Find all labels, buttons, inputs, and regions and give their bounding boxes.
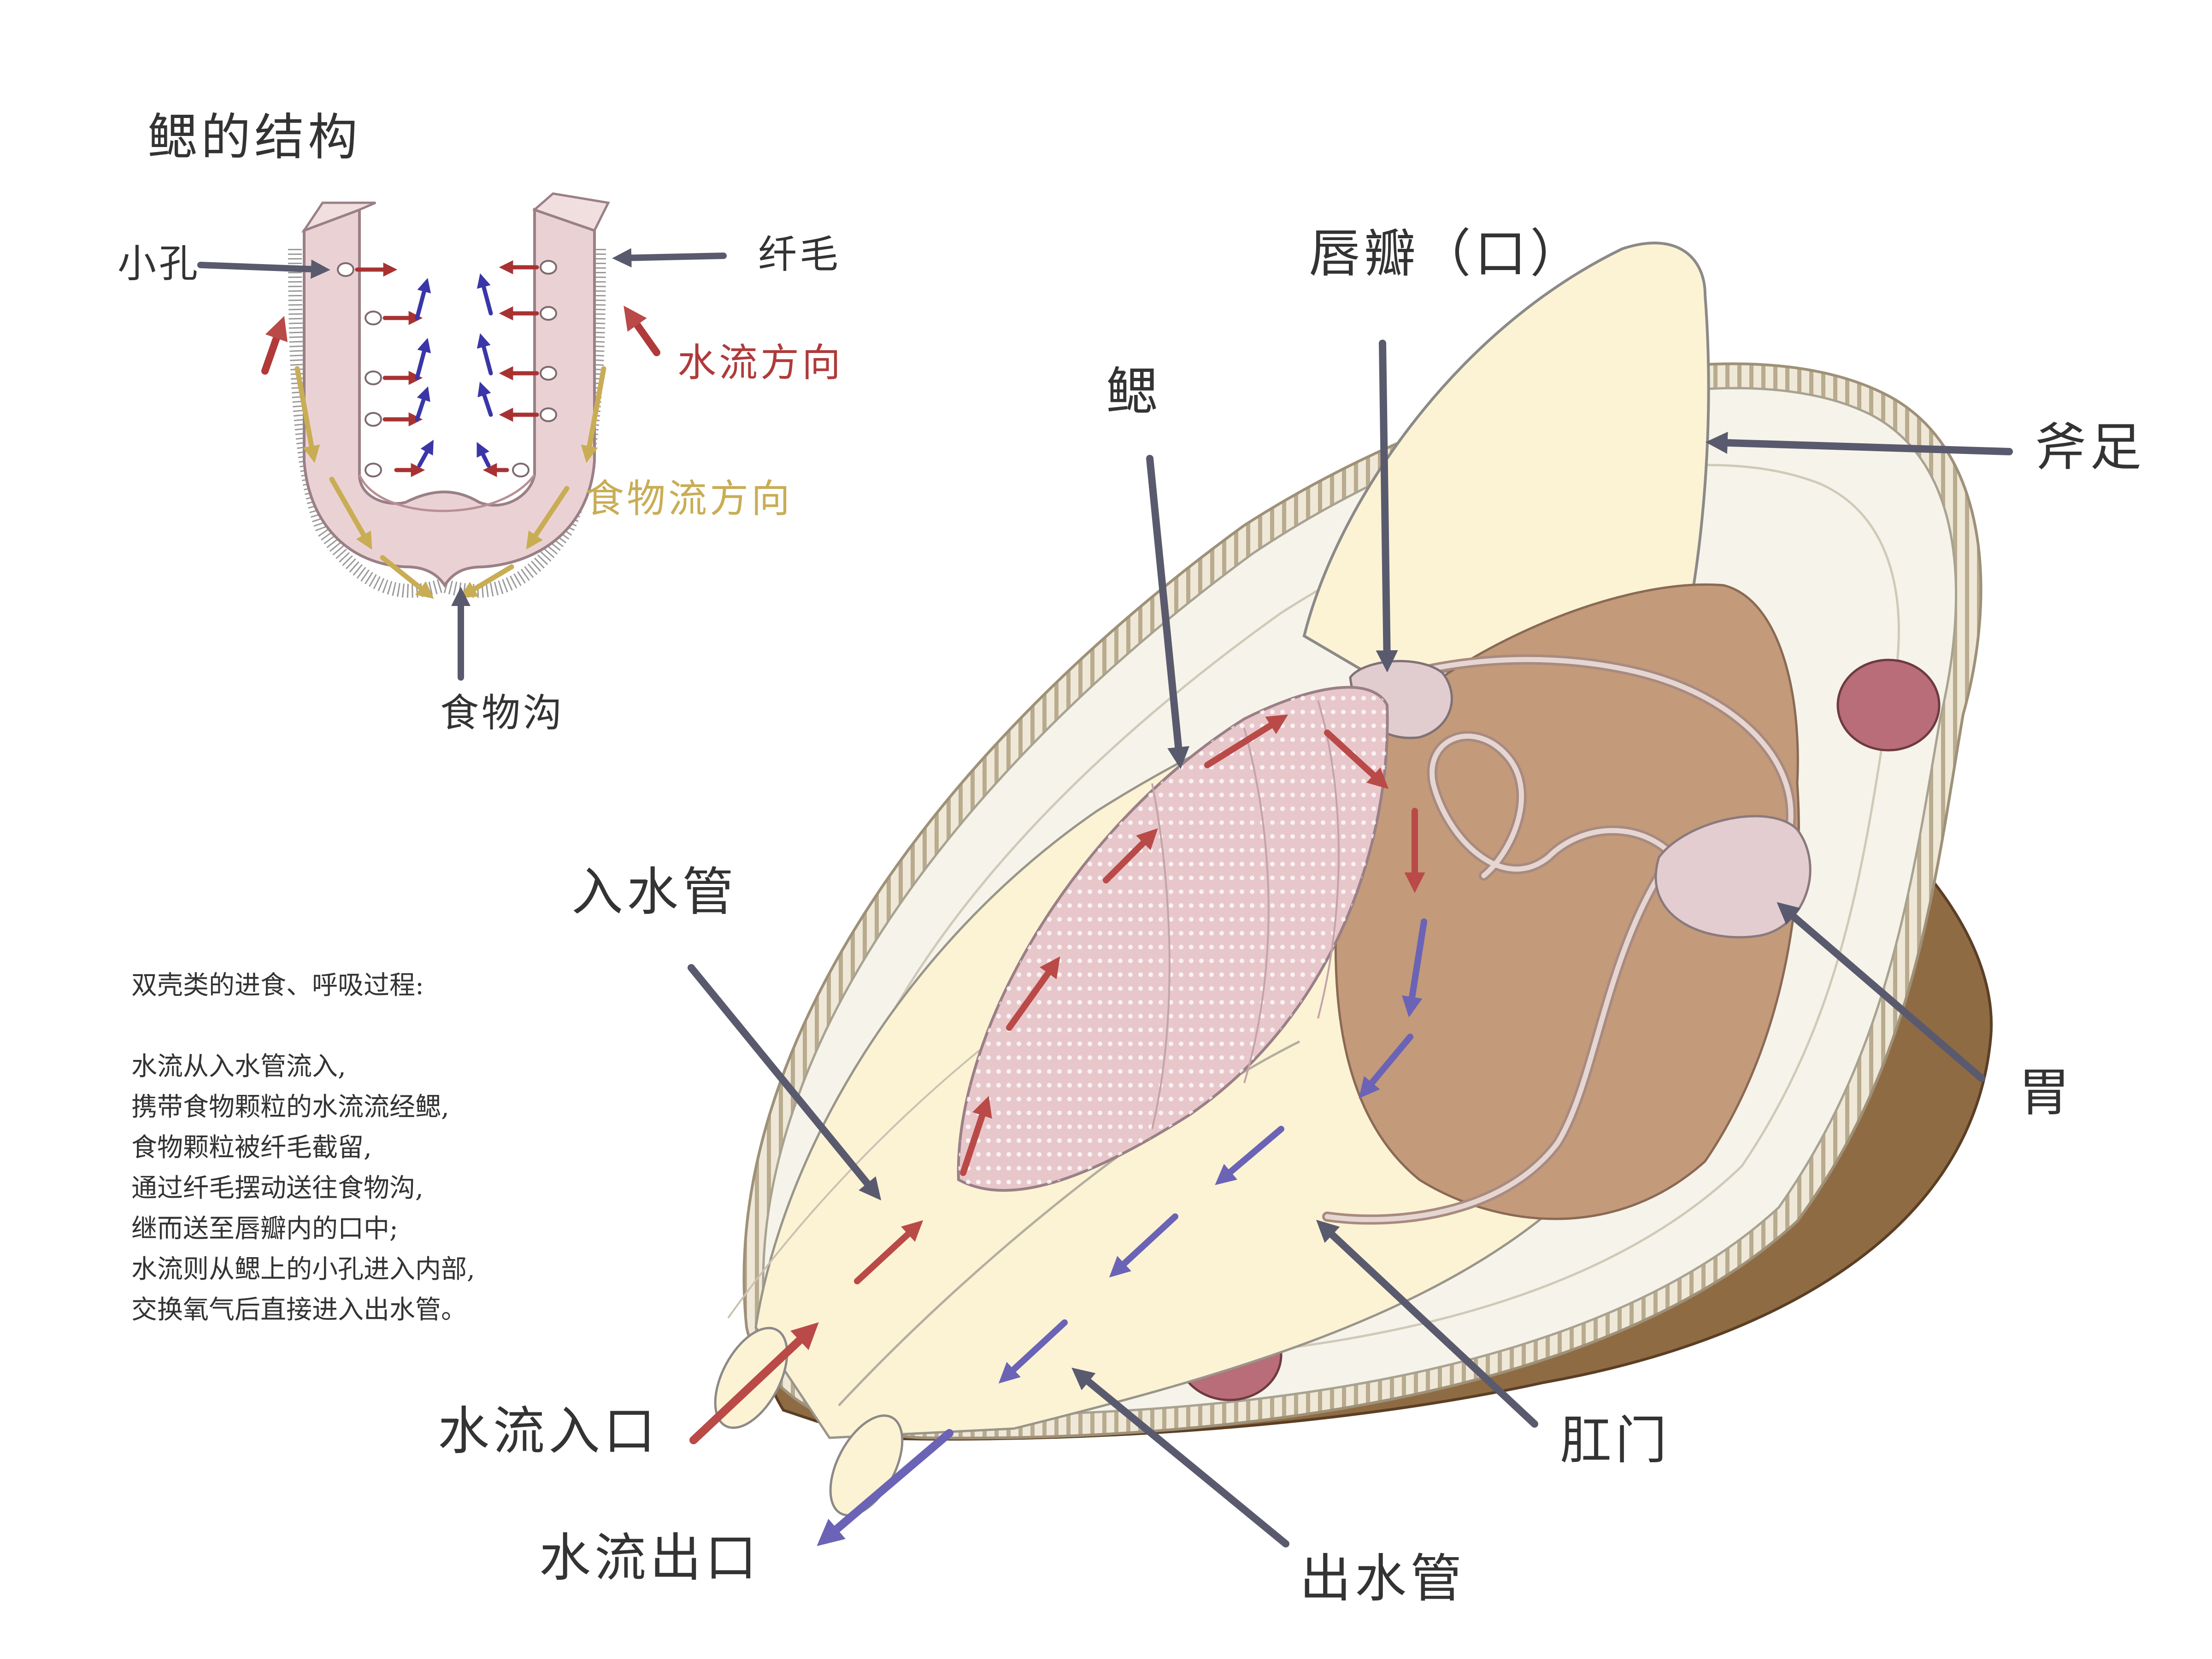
gill	[957, 686, 1389, 1192]
label-food-flow-direction: 食物流方向	[585, 476, 793, 521]
label-water-flow-direction: 水流方向	[677, 340, 844, 385]
label-incurrent-siphon: 入水管	[571, 862, 737, 922]
pointer-anus	[1316, 1219, 1538, 1428]
process-description: 双壳类的进食、呼吸过程: 水流从入水管流入, 携带食物颗粒的水流流经鳃, 食物颗…	[131, 965, 475, 1330]
description-line: 水流则从鳃上的小孔进入内部,	[131, 1254, 475, 1284]
description-title: 双壳类的进食、呼吸过程:	[131, 971, 424, 1000]
stomach	[1654, 815, 1812, 939]
description-line: 水流从入水管流入,	[131, 1052, 346, 1082]
label-gill: 鳃	[1106, 362, 1161, 422]
pointer-arrows	[688, 340, 2013, 1547]
posterior-muscle-scar	[1836, 659, 1941, 752]
pointer-labial-palp	[1376, 340, 1398, 673]
label-water-inlet: 水流入口	[438, 1401, 659, 1461]
gill-cross-section	[197, 192, 727, 681]
label-foot: 斧足	[2035, 418, 2145, 477]
description-line: 通过纤毛摆动送往食物沟,	[131, 1173, 424, 1203]
label-cilia: 纤毛	[758, 232, 841, 277]
description-line: 携带食物颗粒的水流流经鳃,	[131, 1092, 449, 1122]
description-line: 交换氧气后直接进入出水管。	[131, 1295, 467, 1325]
pointer-gill	[1146, 455, 1190, 770]
description-line: 食物颗粒被纤毛截留,	[131, 1133, 372, 1163]
water-inflow-arrows	[689, 714, 1425, 1444]
label-anus: 肛门	[1560, 1411, 1671, 1471]
pointer-incurrent	[688, 964, 882, 1200]
label-pores: 小孔	[118, 241, 201, 286]
label-food-groove: 食物沟	[440, 690, 565, 735]
water-outflow-arrows	[817, 918, 1427, 1546]
pointer-stomach	[1777, 902, 1985, 1082]
label-labial-palp: 唇瓣（口）	[1309, 224, 1585, 284]
label-water-outlet: 水流出口	[539, 1528, 760, 1588]
pointer-foot	[1705, 431, 2013, 455]
label-excurrent-siphon: 出水管	[1300, 1549, 1465, 1609]
description-line: 继而送至唇瓣内的口中;	[131, 1214, 398, 1244]
label-stomach: 胃	[2018, 1063, 2074, 1123]
inset-title: 鳃的结构	[147, 109, 362, 166]
pointer-excurrent	[1071, 1367, 1289, 1547]
